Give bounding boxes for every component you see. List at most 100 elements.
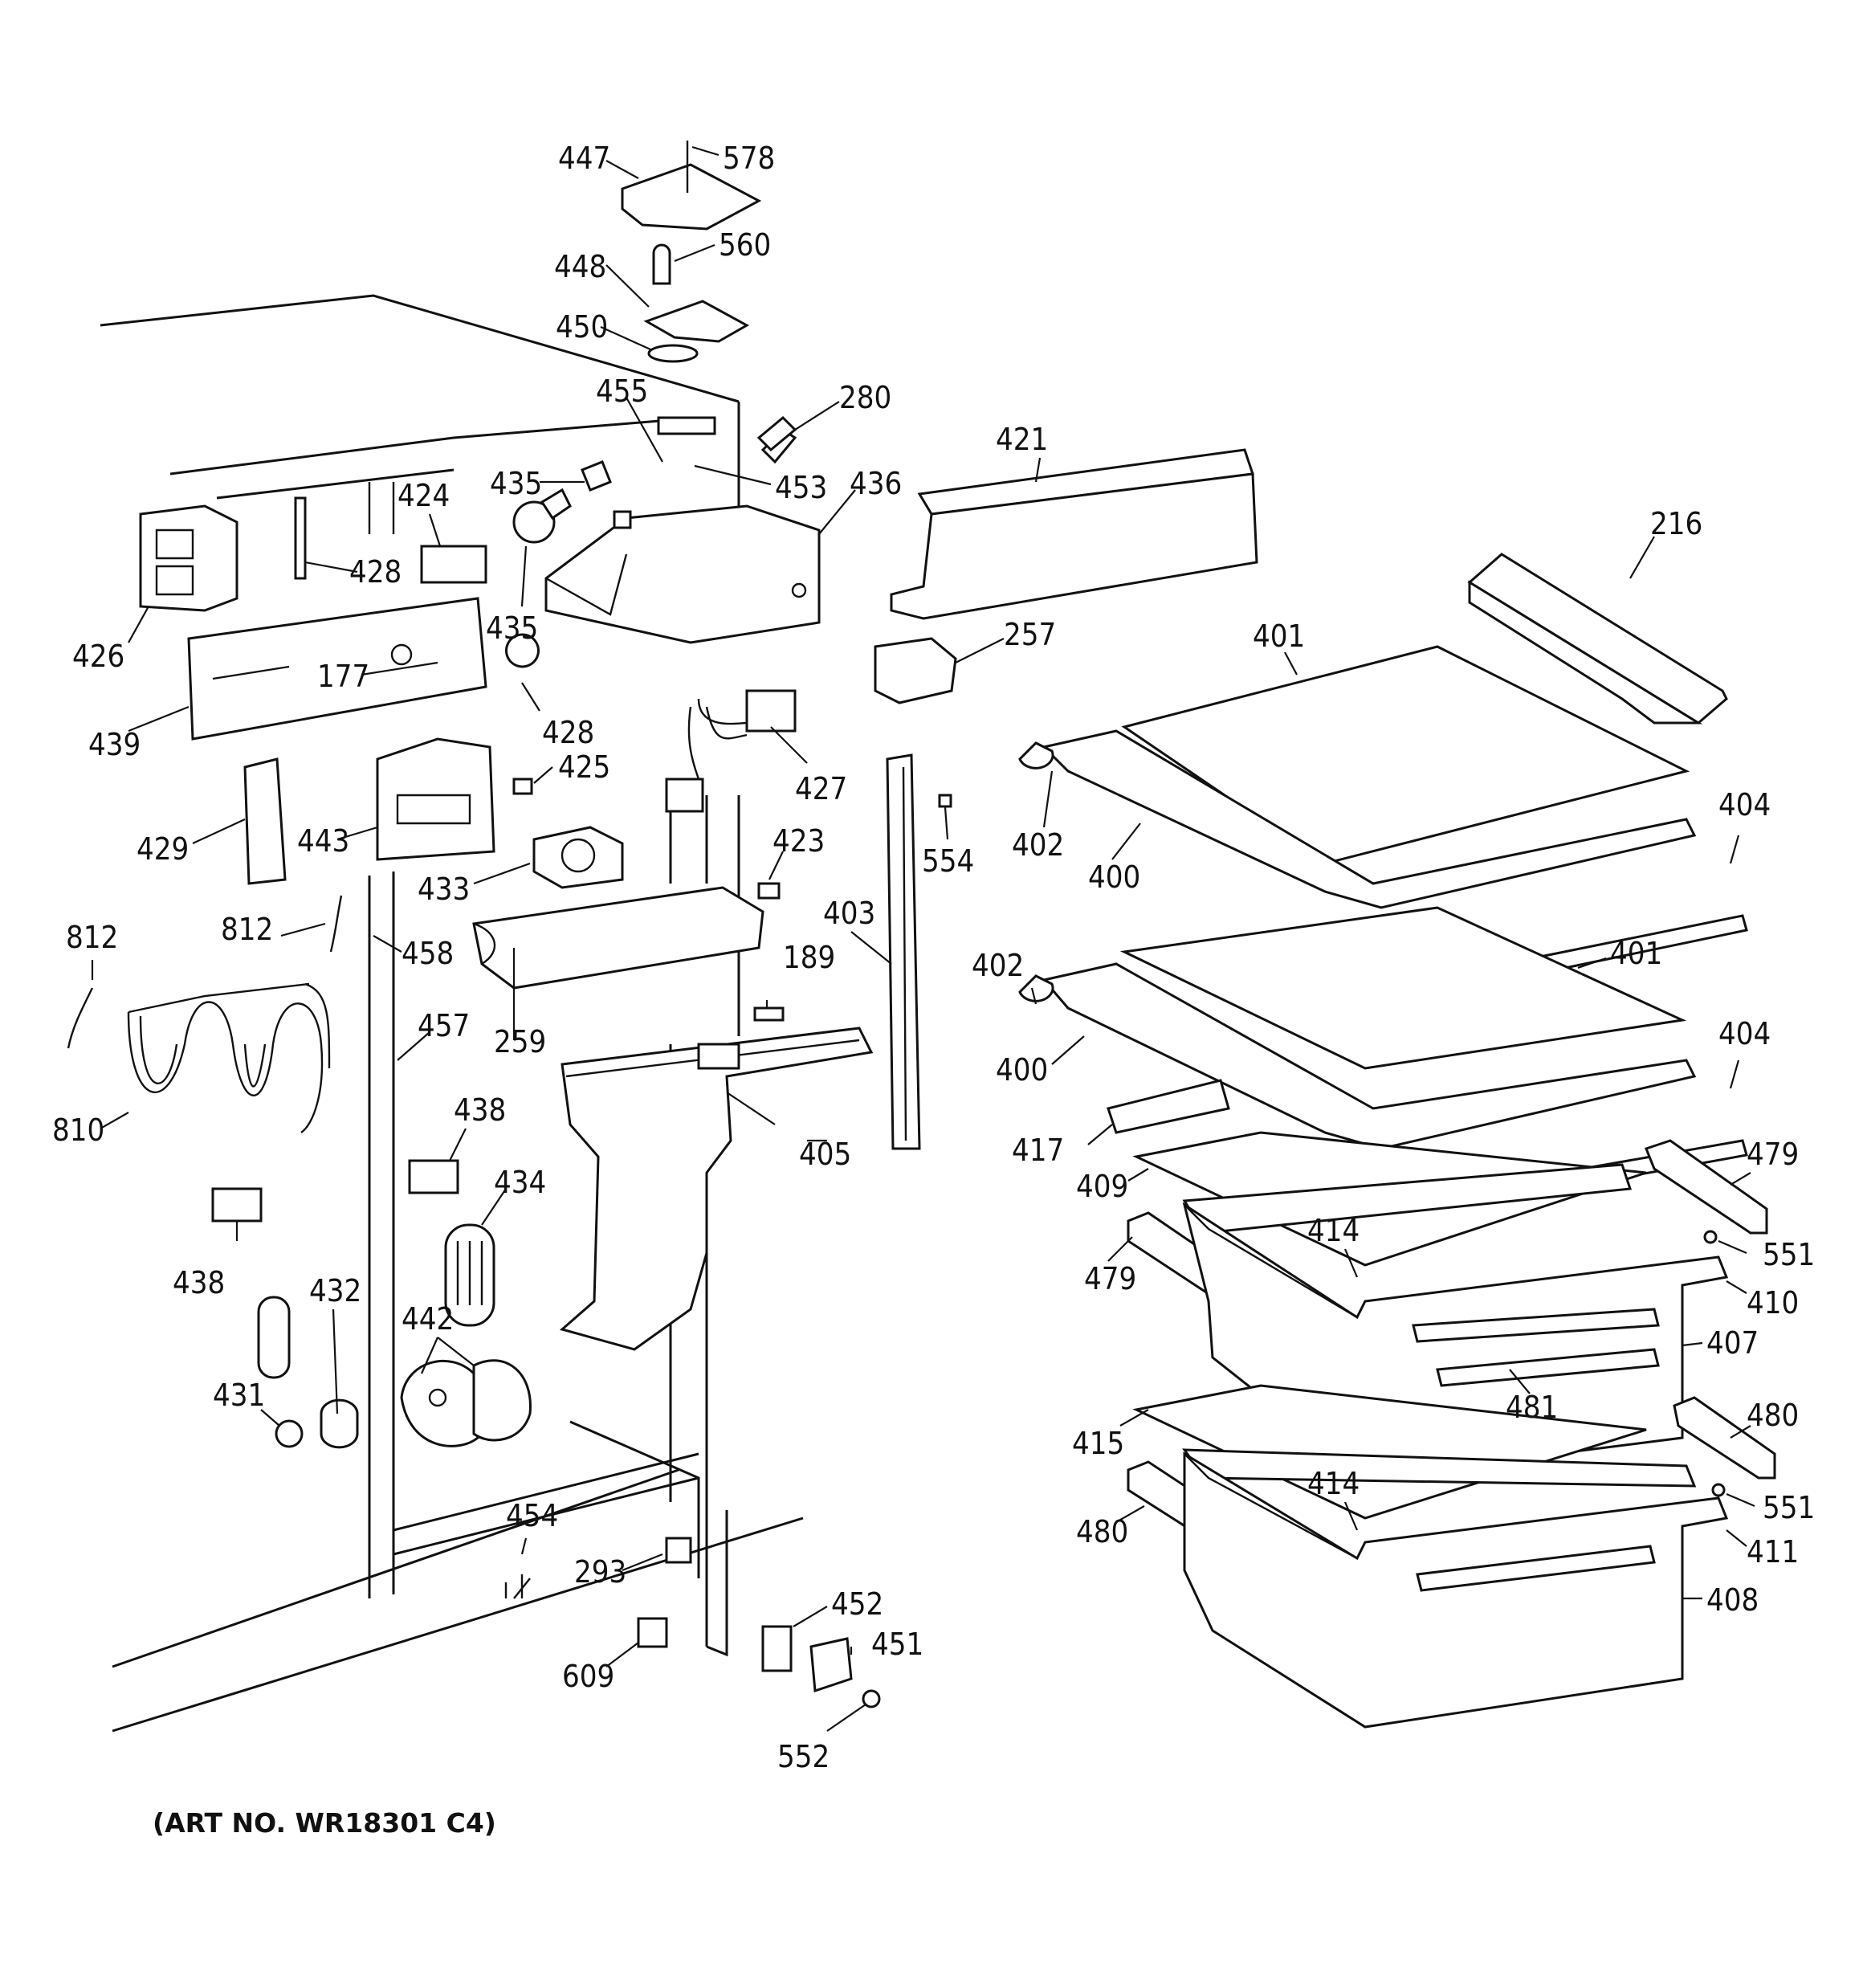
label-554: 554 [922,843,974,879]
label-428-gear: 428 [542,715,594,750]
label-551-lower: 551 [1763,1490,1815,1525]
label-424: 424 [397,478,450,513]
label-479-left: 479 [1084,1261,1136,1296]
label-434: 434 [494,1165,546,1200]
label-436: 436 [850,466,902,501]
gear-428 [505,633,540,668]
duct-cover-259 [472,886,764,990]
label-458: 458 [402,936,454,971]
plate-452 [761,1625,793,1672]
clip-189 [753,1006,785,1022]
light-shield-436 [544,504,821,644]
sleeve-442 [320,1398,359,1449]
hinge-609 [637,1617,668,1648]
damper-442 [400,1359,532,1447]
label-442: 442 [402,1301,454,1337]
label-427: 427 [795,771,847,806]
drain-heater-810 [127,982,331,1133]
switch-424 [420,545,487,584]
label-402-lower: 402 [972,948,1024,983]
bracket-438-upper [408,1159,459,1194]
label-560: 560 [719,227,771,263]
label-177: 177 [317,659,369,694]
grommet-432 [257,1296,291,1379]
label-479-right: 479 [1747,1137,1799,1172]
screw-554 [938,794,952,808]
label-448: 448 [554,249,606,284]
shelf-support-421 [890,448,1258,620]
crisper-cover-415 [1132,1384,1647,1520]
tube-812 [67,987,94,1049]
label-812-right: 812 [221,912,273,947]
label-453: 453 [775,470,827,505]
label-259: 259 [494,1024,546,1059]
label-450: 450 [556,309,608,345]
label-578: 578 [723,141,775,176]
label-552: 552 [777,1739,830,1774]
label-447: 447 [558,141,610,176]
hinge-451 [809,1637,853,1693]
crisper-drawer-408 [1182,1448,1729,1729]
label-410: 410 [1747,1285,1799,1321]
slide-479-right [1645,1139,1768,1235]
label-414-upper: 414 [1307,1213,1360,1248]
label-480-left: 480 [1076,1514,1128,1549]
tube-812b [329,895,343,953]
label-454: 454 [506,1498,558,1533]
label-400-lower: 400 [996,1052,1048,1088]
label-408: 408 [1706,1582,1759,1618]
label-280: 280 [839,380,891,415]
label-189: 189 [783,940,835,975]
label-428-top: 428 [349,554,402,590]
label-401-lower: 401 [1610,936,1662,971]
label-257: 257 [1004,617,1056,652]
control-bracket-428 [294,496,307,580]
bracket-429 [243,757,287,885]
bulb-435 [512,460,612,544]
label-404-lower: 404 [1718,1016,1771,1051]
label-423: 423 [773,823,825,859]
label-293: 293 [574,1554,626,1590]
housing-443 [376,737,495,861]
label-431: 431 [213,1378,265,1413]
slide-480-right [1673,1396,1776,1480]
label-402-upper: 402 [1012,827,1064,863]
label-435-top: 435 [490,466,542,501]
art-number-caption: (ART NO. WR18301 C4) [153,1807,496,1839]
clip-293 [665,1537,692,1564]
label-426: 426 [72,639,124,674]
label-551-upper: 551 [1763,1237,1815,1272]
label-439: 439 [88,727,141,762]
label-457: 457 [418,1008,470,1043]
part-number-labels: 447 578 560 448 450 455 280 453 436 435 … [52,141,1815,1774]
label-438-upper: 438 [454,1092,506,1128]
bracket-438-lower [211,1187,263,1223]
label-421: 421 [996,422,1048,457]
label-435-bottom: 435 [486,610,538,646]
rail-417 [1107,1079,1230,1134]
label-433: 433 [418,872,470,907]
label-216: 216 [1650,506,1702,541]
plug-423 [757,882,781,900]
top-hinge-assembly [621,141,797,464]
label-438-lower: 438 [173,1265,225,1300]
label-411: 411 [1747,1534,1799,1570]
label-425: 425 [558,749,610,785]
bracket-426 [139,504,238,612]
mounting-plate-439 [187,597,487,741]
label-480-right: 480 [1747,1398,1799,1433]
label-455: 455 [596,374,648,409]
screw-551-lower [1711,1483,1726,1497]
nut-431 [275,1419,304,1448]
label-451: 451 [871,1627,923,1662]
label-443: 443 [297,823,349,859]
label-429: 429 [137,831,189,867]
label-810: 810 [52,1112,104,1148]
block-425 [512,778,533,795]
leader-lines [91,145,1755,1732]
label-403: 403 [823,896,875,931]
door-bin-216 [1467,553,1728,725]
label-400-upper: 400 [1088,859,1140,895]
shelf-rail-403 [886,753,921,1150]
